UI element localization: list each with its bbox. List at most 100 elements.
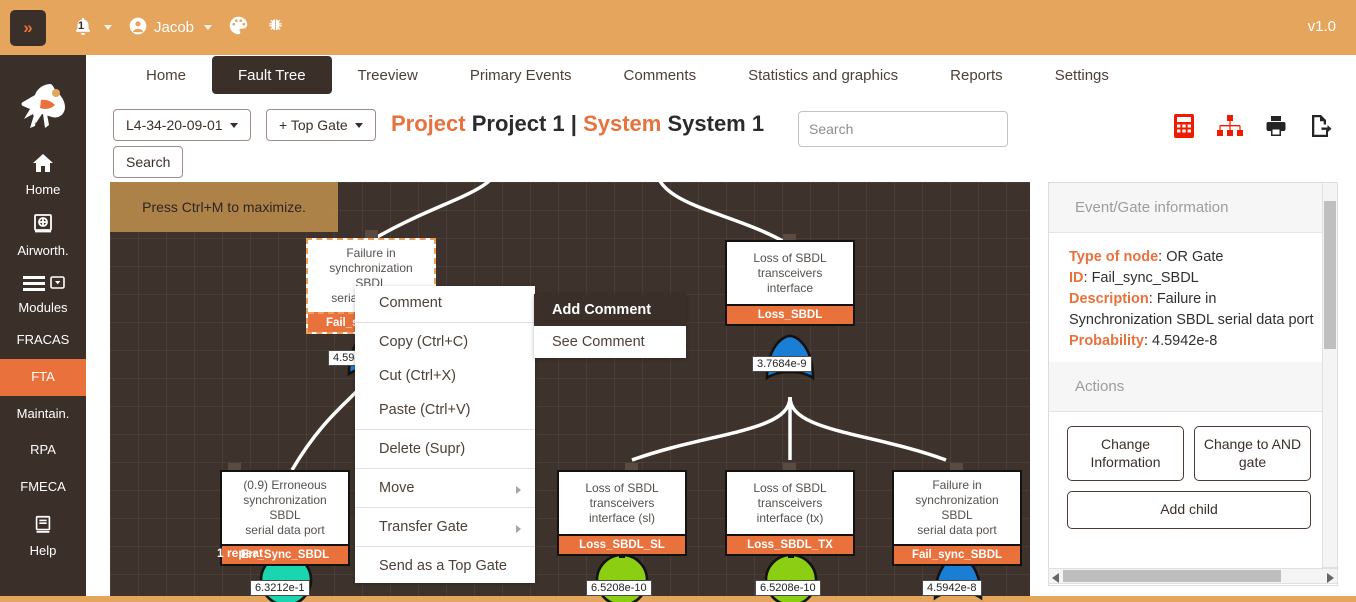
sidebar-item-help[interactable]: Help [0,506,86,565]
hamburger-dropdown-icon [2,273,84,297]
node-fail-sync-sbdl-bottom[interactable]: Failure in synchronization SBDL serial d… [892,470,1022,566]
tab-reports[interactable]: Reports [950,66,1003,84]
node-box: Failure in synchronization SBDL serial d… [892,470,1022,566]
probability-label: 6.5208e-10 [755,580,821,596]
user-circle-icon [128,16,148,40]
sidebar-item-rpa[interactable]: RPA [0,432,86,469]
tab-comments[interactable]: Comments [623,66,697,84]
node-id-label: Loss_SBDL_SL [559,534,685,554]
sidebar-item-fracas[interactable]: FRACAS [0,322,86,359]
field-value: OR Gate [1166,249,1224,265]
theme-button[interactable] [220,10,257,46]
scroll-right-arrow-icon[interactable] [1327,573,1334,583]
bird-logo [0,71,86,143]
context-menu-item-copy[interactable]: Copy (Ctrl+C) [379,334,469,350]
probability-label: 6.5208e-10 [586,580,652,596]
system-value: System 1 [667,111,765,136]
main-nav: Home Fault Tree Treeview Primary Events … [86,55,1356,95]
sitemap-icon[interactable] [1216,114,1244,141]
menu-divider [355,507,535,508]
scrollbar-thumb[interactable] [1063,570,1281,582]
printer-icon[interactable] [1264,114,1288,141]
maximize-hint-banner: Press Ctrl+M to maximize. [110,182,338,232]
context-menu-item-cut[interactable]: Cut (Ctrl+X) [379,368,456,384]
change-information-button[interactable]: Change Information [1067,426,1184,482]
sidebar-item-airworthiness[interactable]: Airworth. [0,204,86,265]
tab-fault-tree[interactable]: Fault Tree [212,56,332,94]
toolbar: L4-34-20-09-01 + Top Gate Search Project… [86,95,1356,180]
node-id-label: Loss_SBDL_TX [727,534,853,554]
version-label: v1.0 [1307,18,1336,35]
node-loss-sbdl[interactable]: Loss of SBDL transceivers interface Loss… [725,240,855,326]
sidebar-item-home[interactable]: Home [0,143,86,204]
search-button[interactable]: Search [113,146,184,178]
node-description: Loss of SBDL transceivers interface [753,250,827,295]
change-to-and-gate-button[interactable]: Change to AND gate [1194,426,1311,482]
user-menu-button[interactable]: Jacob [120,10,220,46]
node-description: Loss of SBDL transceivers interface (sl) [585,480,659,525]
panel-horizontal-scrollbar[interactable] [1048,568,1338,584]
sidebar-item-label: FTA [31,368,55,384]
report-bug-button[interactable] [257,10,293,46]
context-menu-item-move[interactable]: Move [355,471,535,505]
add-child-button[interactable]: Add child [1067,491,1311,529]
page-title: Project Project 1 | System System 1 [391,111,764,137]
top-bar: » 1 Jacob v1.0 [0,0,1356,55]
node-id-label: Fail_sync_SBDL [894,544,1020,564]
notifications-button[interactable]: 1 [64,10,120,46]
node-err-sync-sbdl[interactable]: (0.9) Erroneous synchronization SBDL ser… [220,470,350,566]
system-label: System [583,111,662,136]
node-connector-stub [625,463,638,474]
add-top-gate-dropdown[interactable]: + Top Gate [266,109,376,141]
node-connector-stub [950,463,963,474]
search-input[interactable] [798,111,1008,147]
part-number-dropdown[interactable]: L4-34-20-09-01 [113,109,251,141]
node-connector-stub [228,463,241,474]
menu-divider [355,322,535,323]
sidebar-item-fta[interactable]: FTA [0,358,86,396]
node-box: Loss of SBDL transceivers interface Loss… [725,240,855,326]
tab-statistics[interactable]: Statistics and graphics [748,66,899,84]
search-button-label: Search [126,154,171,170]
node-loss-sbdl-sl[interactable]: Loss of SBDL transceivers interface (sl)… [557,470,687,556]
scrollbar-thumb[interactable] [1324,201,1336,349]
tab-settings[interactable]: Settings [1054,66,1109,84]
calculator-icon[interactable] [1172,113,1196,142]
node-id-label: Err_Sync_SBDL [222,544,348,564]
palette-icon [228,15,249,40]
part-number-label: L4-34-20-09-01 [126,117,223,133]
bug-icon [265,16,285,40]
tab-home[interactable]: Home [146,66,187,84]
tab-primary-events[interactable]: Primary Events [469,66,572,84]
field-probability: Probability: 4.5942e-8 [1069,333,1218,350]
submenu-item-see-comment[interactable]: See Comment [552,334,645,350]
context-menu-item-transfer-gate[interactable]: Transfer Gate [355,510,535,544]
sidebar-item-maintenance[interactable]: Maintain. [0,396,86,433]
add-top-gate-label: + Top Gate [279,117,348,133]
context-menu-item-send-as-top-gate[interactable]: Send as a Top Gate [379,558,507,574]
probability-label: 6.3212e-1 [250,580,310,596]
field-label: ID [1069,270,1084,287]
info-panel-header: Event/Gate information [1049,183,1337,233]
project-value: Project 1 [471,111,565,136]
submenu-item-add-comment[interactable]: Add Comment [534,294,686,326]
sidebar-item-fmeca[interactable]: FMECA [0,469,86,506]
tab-treeview[interactable]: Treeview [357,66,418,84]
sidebar-item-label: Maintain. [16,405,70,421]
repeat-count-label: 1 repeat [217,546,264,560]
field-description: Description: Failure in Synchronization … [1069,291,1314,329]
field-value: Fail_sync_SBDL [1091,270,1199,287]
panel-vertical-scrollbar[interactable] [1322,182,1338,568]
context-menu-item-comment[interactable]: Comment [379,295,442,311]
context-menu-item-delete[interactable]: Delete (Supr) [379,441,466,457]
node-loss-sbdl-tx[interactable]: Loss of SBDL transceivers interface (tx)… [725,470,855,556]
export-file-icon[interactable] [1308,114,1332,141]
fault-tree-canvas[interactable]: Failure in synchronization SBDL serial d… [110,182,1030,602]
scroll-left-arrow-icon[interactable] [1052,573,1059,583]
field-label: Type of node [1069,249,1159,265]
sidebar-item-modules[interactable]: Modules [0,265,86,322]
home-icon [2,151,84,179]
sidebar-toggle-button[interactable]: » [10,9,46,46]
context-menu-item-paste[interactable]: Paste (Ctrl+V) [379,402,471,418]
title-separator: | [570,111,577,136]
